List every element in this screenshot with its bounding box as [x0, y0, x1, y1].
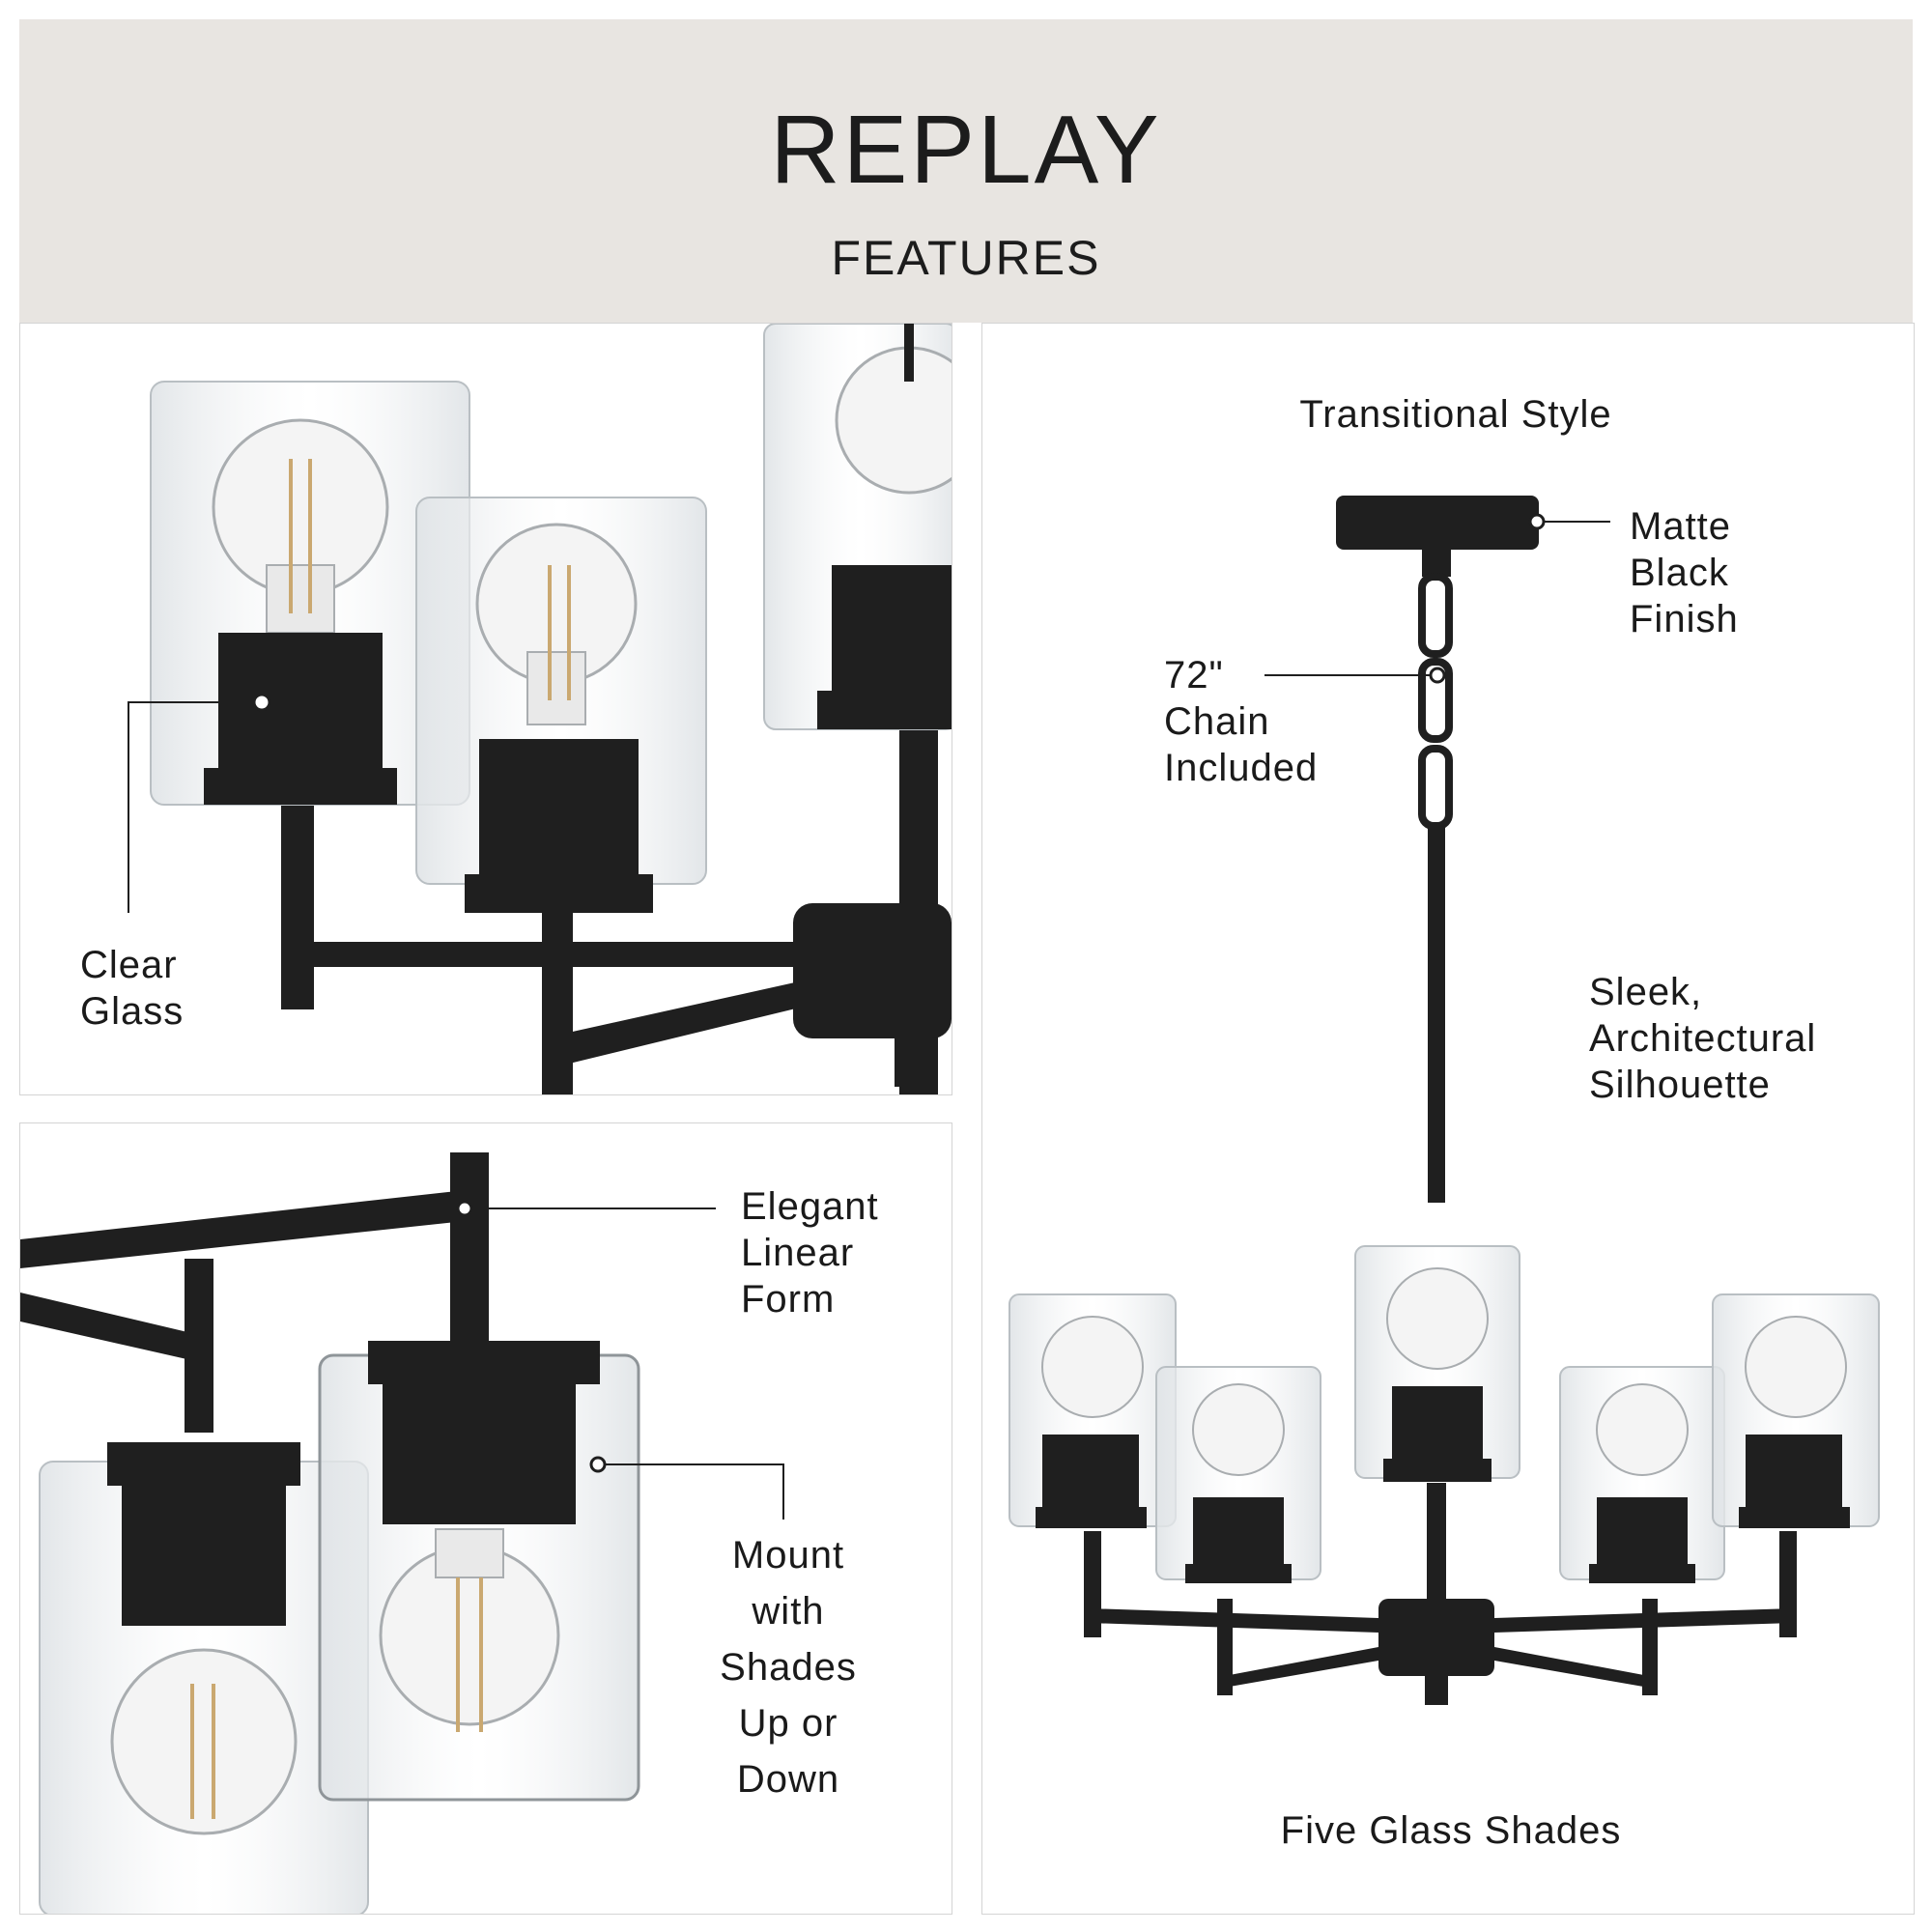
callout-transitional-style: Transitional Style: [1299, 393, 1612, 436]
panel-full-fixture: Transitional Style Matte Black Finish 72…: [981, 323, 1915, 1915]
callout-elegant-linear-form: Elegant Linear Form: [741, 1185, 879, 1321]
header-banner: REPLAY FEATURES: [19, 19, 1913, 323]
mount-shades-illustration: [20, 1152, 784, 1914]
clear-glass-illustration: [128, 324, 952, 1094]
features-subtitle: FEATURES: [831, 231, 1101, 285]
chandelier-illustration: [1009, 496, 1880, 1705]
callout-matte-black-finish: Matte Black Finish: [1630, 505, 1739, 640]
callout-chain-included: 72" Chain Included: [1164, 654, 1319, 789]
panel-mount-shades: Elegant Linear Form Mount with Shades Up…: [19, 1122, 952, 1915]
product-title: REPLAY: [770, 96, 1162, 204]
panel-clear-glass: Clear Glass: [19, 323, 952, 1095]
callout-sleek-silhouette: Sleek, Architectural Silhouette: [1589, 971, 1817, 1106]
callout-five-glass-shades: Five Glass Shades: [1280, 1809, 1622, 1852]
callout-clear-glass: Clear Glass: [80, 944, 185, 1033]
callout-mount-shades: Mount with Shades Up or Down: [720, 1534, 857, 1801]
